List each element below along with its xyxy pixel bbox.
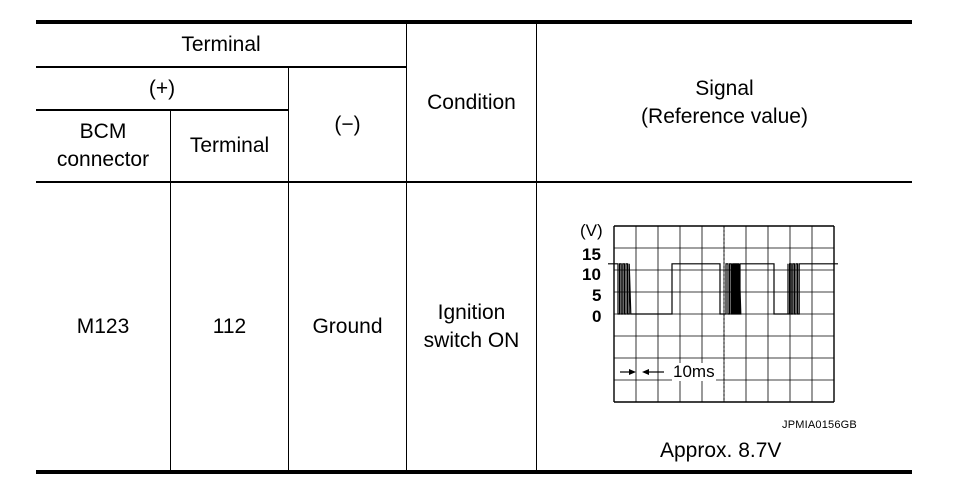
header-terminal-number: Terminal [189, 134, 270, 157]
header-terminal: Terminal [181, 33, 261, 56]
header-divider-terminal [36, 66, 406, 68]
column-divider-4 [536, 24, 537, 472]
row-connector: M123 [76, 314, 130, 338]
y-label-5: 5 [592, 286, 602, 305]
header-divider-plus [36, 109, 288, 111]
time-scale-arrows [620, 369, 664, 375]
column-divider-3 [406, 24, 407, 472]
header-bcm-connector: BCM connector [56, 120, 150, 171]
header-bottom-rule [36, 181, 912, 183]
column-divider-1 [170, 110, 171, 472]
time-scale-label: 10ms [672, 362, 716, 381]
row-terminal: 112 [212, 314, 247, 338]
header-condition: Condition [427, 90, 516, 114]
table-top-rule [36, 20, 912, 24]
voltage-unit-label: (V) [580, 221, 603, 240]
approx-voltage: Approx. 8.7V [660, 439, 782, 462]
row-condition: Ignition switch ON [423, 300, 520, 352]
table-bottom-rule [36, 470, 912, 474]
signal-waveform [608, 263, 838, 315]
header-minus: (−) [334, 112, 361, 136]
y-label-15: 15 [582, 245, 601, 264]
figure-reference-id: JPMIA0156GB [782, 419, 857, 431]
header-plus: (+) [148, 76, 176, 100]
y-label-10: 10 [582, 265, 601, 284]
y-label-0: 0 [592, 307, 602, 326]
row-minus: Ground [312, 314, 383, 338]
signal-oscilloscope: (V) 15 10 5 0 10ms [566, 218, 880, 418]
scope-screen [608, 225, 838, 403]
header-signal: Signal (Reference value) [641, 76, 808, 128]
column-divider-2 [288, 67, 289, 472]
